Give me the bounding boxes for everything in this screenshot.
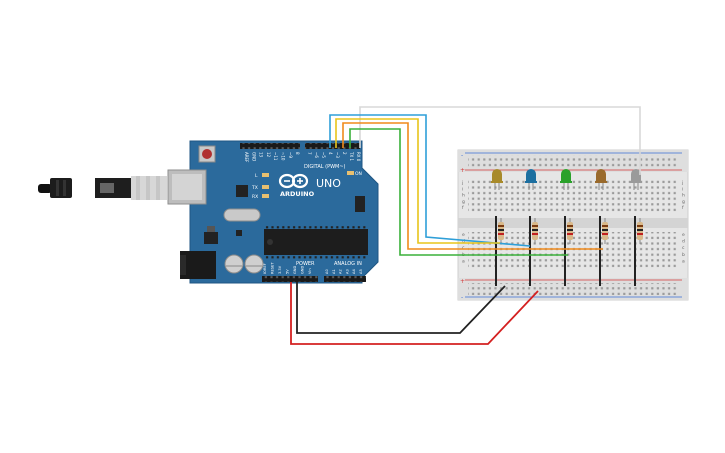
power-pin-label: RESET xyxy=(271,262,275,274)
wire-green[interactable] xyxy=(349,128,568,256)
power-pin-label: 5V xyxy=(286,269,290,274)
row-letter: a xyxy=(682,259,685,264)
wire-red[interactable] xyxy=(290,282,539,345)
wire-white[interactable] xyxy=(359,106,641,175)
analog-pin-label: A2 xyxy=(339,269,343,274)
rail-plus-label-bottom: + xyxy=(460,278,465,285)
arduino-board[interactable]: L TX RX ON ARDUINO UNO DIGITAL (PWM~) PO… xyxy=(167,140,379,284)
digital-pin-label: AREF xyxy=(244,152,249,163)
row-letter: d xyxy=(682,239,685,245)
on-label: ON xyxy=(355,171,362,177)
row-letter: g xyxy=(462,200,465,205)
row-letter: h xyxy=(462,193,465,199)
digital-pin-label: ~11 xyxy=(273,152,278,161)
digital-pin-label: 8 xyxy=(295,152,300,155)
power-pin-label: Vin xyxy=(308,268,312,274)
wires xyxy=(290,106,641,345)
icsp-header xyxy=(355,196,365,212)
digital-header[interactable] xyxy=(240,143,360,149)
power-header[interactable] xyxy=(262,276,318,282)
digital-pin-label: ~10 xyxy=(281,152,286,161)
digital-pin-label: ~6 xyxy=(314,152,319,158)
model-label: UNO xyxy=(316,177,341,190)
analog-pin-label: A1 xyxy=(332,269,336,274)
rx-label: RX xyxy=(252,194,258,200)
row-letter: e xyxy=(462,233,465,238)
digital-pin-label: RX 0 xyxy=(356,152,361,162)
regulator xyxy=(204,232,218,244)
leds xyxy=(491,169,642,190)
row-letter: f xyxy=(462,205,464,211)
power-pin-label: GND xyxy=(301,266,305,274)
digital-pin-label: ~9 xyxy=(288,152,293,158)
wire-blue[interactable] xyxy=(329,114,531,247)
power-pin-label: IOREF xyxy=(263,263,267,274)
digital-pin-label: 12 xyxy=(266,152,271,158)
usb-cable[interactable] xyxy=(38,176,167,200)
digital-pin-label: TX 1 xyxy=(349,151,354,161)
rail-plus-label: + xyxy=(460,167,465,174)
resistors xyxy=(498,218,643,244)
digital-pin-label: 13 xyxy=(259,152,264,158)
resistor[interactable] xyxy=(498,218,504,244)
digital-pin-label: 7 xyxy=(307,152,312,155)
digital-header-label: DIGITAL (PWM~) xyxy=(304,164,346,170)
digital-pin-label: ~3 xyxy=(335,152,340,158)
power-pin-label: 3.3V xyxy=(278,265,282,274)
row-letter: h xyxy=(682,193,685,199)
row-letter: d xyxy=(462,239,465,245)
row-letter: a xyxy=(462,259,465,264)
analog-pin-label: A0 xyxy=(325,269,329,274)
wire-black[interactable] xyxy=(296,282,506,334)
capacitor xyxy=(224,254,244,274)
row-letter: b xyxy=(682,252,685,258)
resistor[interactable] xyxy=(637,218,643,244)
led-blue[interactable] xyxy=(525,169,537,190)
tx-label: TX xyxy=(251,185,258,191)
resistor[interactable] xyxy=(602,218,608,244)
rail-minus-label: - xyxy=(461,152,463,159)
capacitor xyxy=(244,254,264,274)
wire-yellow[interactable] xyxy=(335,118,500,244)
led-orange[interactable] xyxy=(595,169,607,190)
row-letter: e xyxy=(682,233,685,238)
atmega-chip xyxy=(264,225,368,259)
led-white[interactable] xyxy=(630,169,642,190)
l-label: L xyxy=(255,173,258,179)
arduino-logo-icon xyxy=(278,173,309,189)
ground-jumpers xyxy=(495,216,636,286)
row-letter: j xyxy=(461,180,463,186)
usb-chip xyxy=(236,185,248,197)
crystal xyxy=(223,208,261,222)
digital-pin-label: 2 xyxy=(342,152,347,155)
row-letter: c xyxy=(682,246,685,251)
digital-pin-label: 4 xyxy=(328,152,333,155)
resistor[interactable] xyxy=(532,218,538,244)
row-letter: f xyxy=(682,205,684,211)
digital-pin-label: GND xyxy=(251,152,256,161)
row-letter: i xyxy=(462,186,463,192)
row-letter: i xyxy=(682,186,683,192)
analog-header-label: ANALOG IN xyxy=(334,261,362,267)
rail-minus-label-bottom: - xyxy=(461,294,463,301)
wire-orange[interactable] xyxy=(342,122,603,250)
analog-pin-label: A3 xyxy=(345,269,349,274)
brand-label: ARDUINO xyxy=(280,190,315,198)
led-yellow[interactable] xyxy=(491,169,503,190)
analog-pin-label: A4 xyxy=(352,269,356,274)
resistor[interactable] xyxy=(567,218,573,244)
row-letter: j xyxy=(681,180,683,186)
analog-header[interactable] xyxy=(324,276,366,282)
led-green[interactable] xyxy=(560,169,572,190)
digital-pin-label: ~5 xyxy=(321,152,326,158)
analog-pin-label: A5 xyxy=(359,269,363,274)
power-header-label: POWER xyxy=(296,261,315,267)
row-letter: g xyxy=(682,200,685,205)
power-pin-label: GND xyxy=(293,266,297,274)
